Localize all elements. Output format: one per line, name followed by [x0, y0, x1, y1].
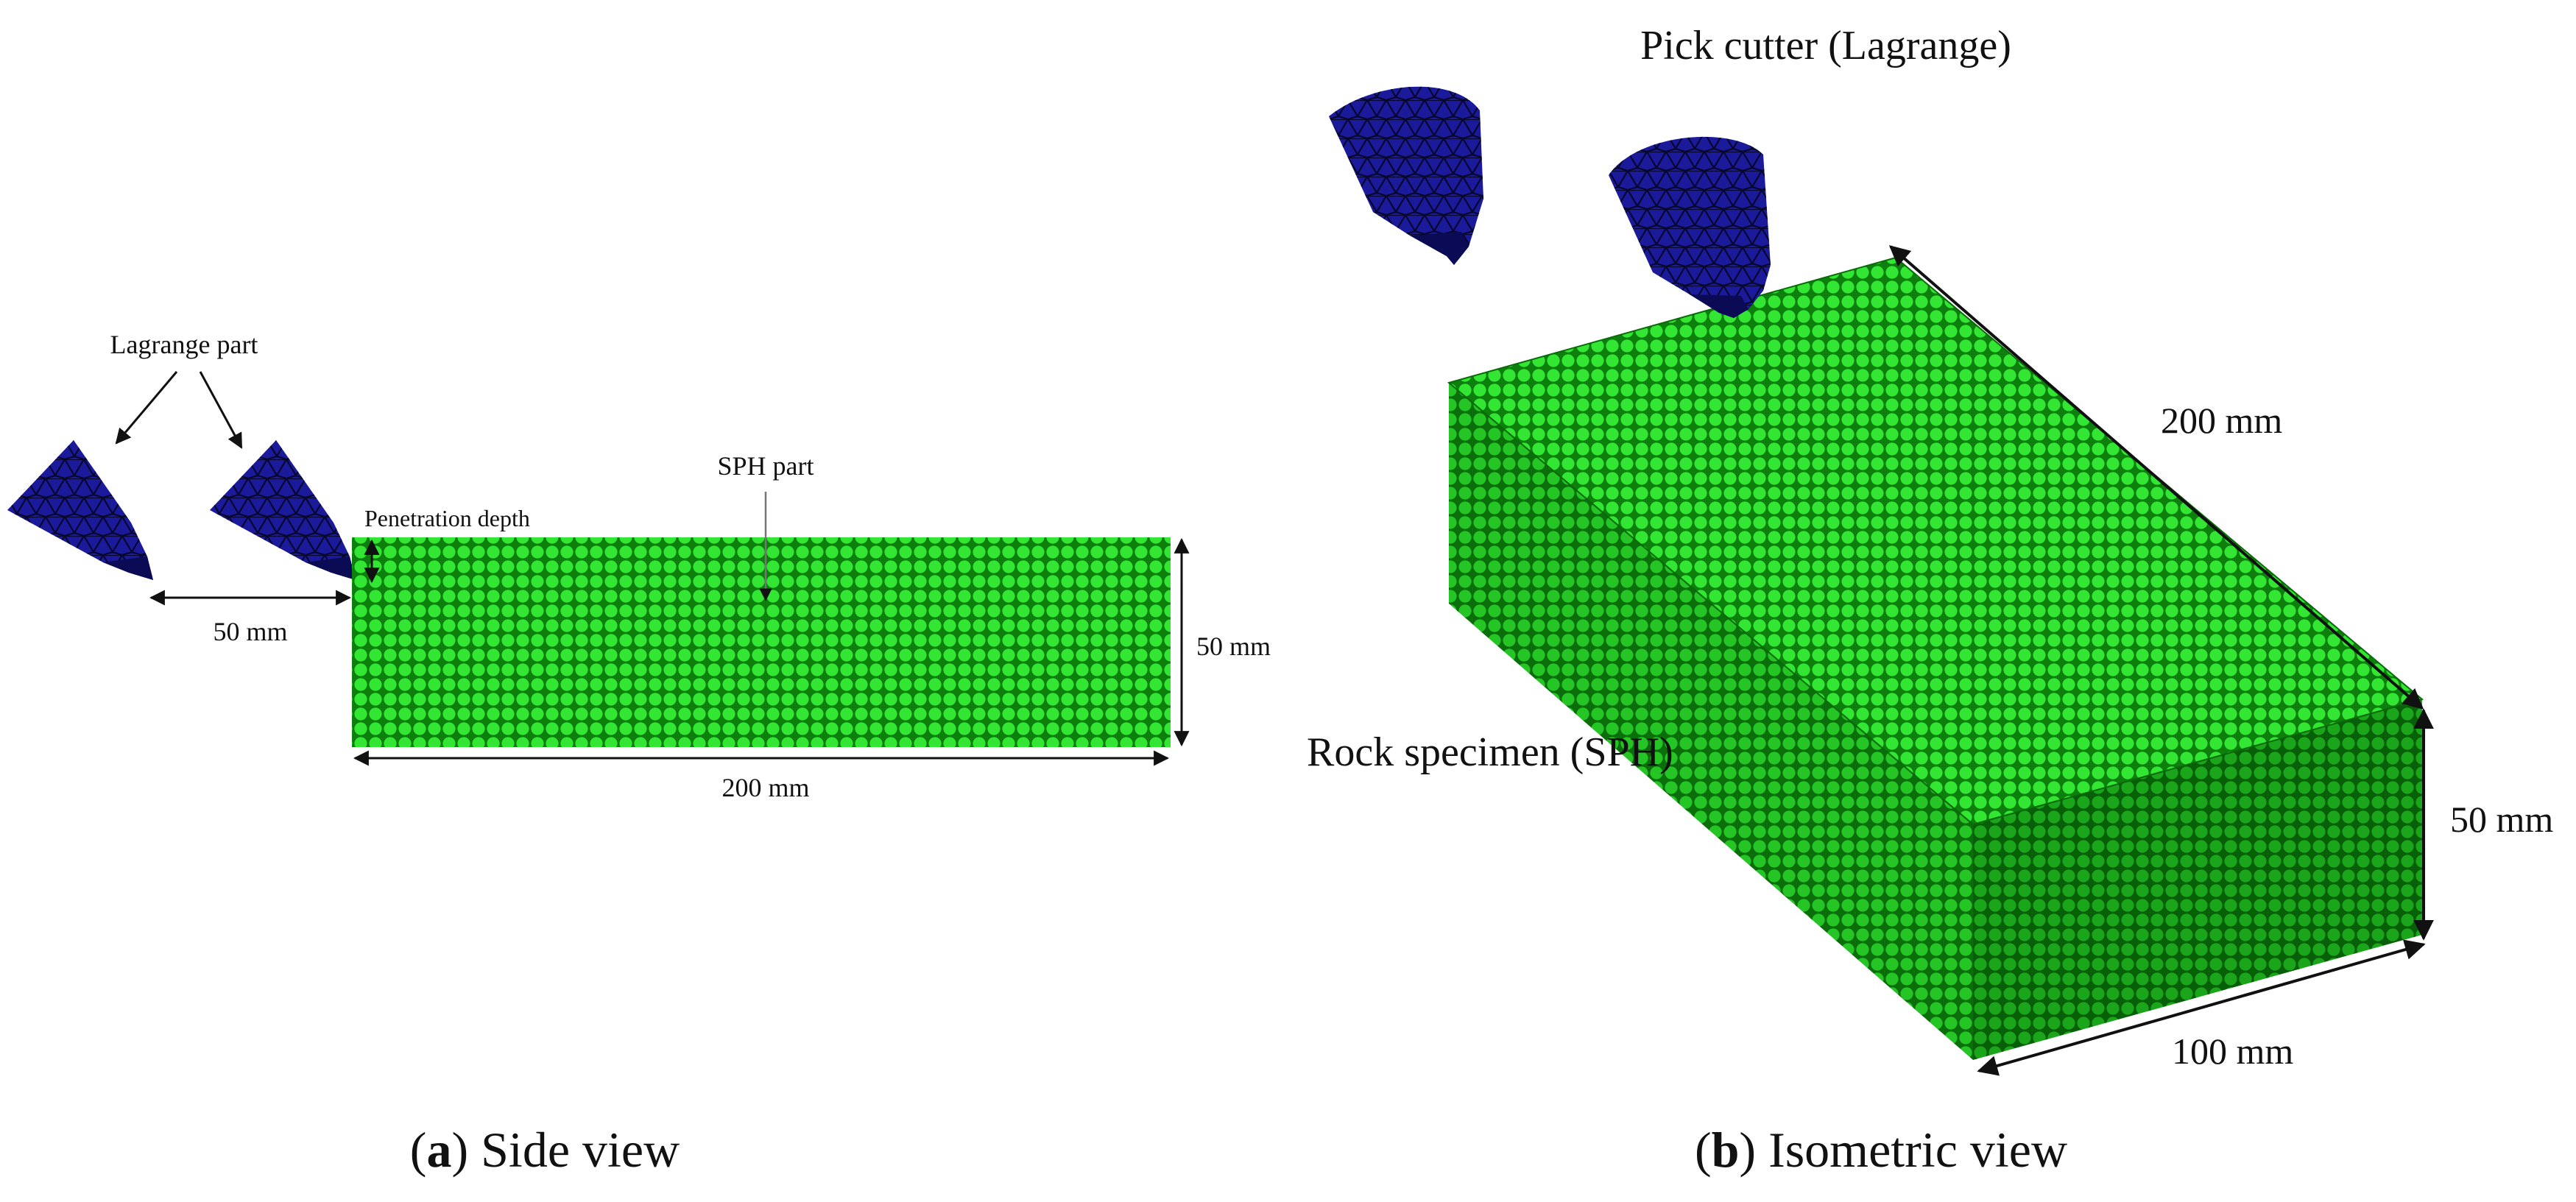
iso-height-dimension-label: 50 mm [2450, 799, 2553, 840]
caption-isometric-view: (b) Isometric view [1695, 1122, 2067, 1178]
side-cutter-right [210, 440, 356, 580]
iso-block-left-face [1449, 383, 1973, 1060]
iso-cutter-right [1609, 136, 1771, 318]
side-cutter-left [7, 440, 153, 580]
iso-length-dimension-label: 200 mm [2161, 400, 2282, 441]
iso-cutter-left [1329, 86, 1483, 265]
side-sph-grid [352, 537, 1171, 747]
penetration-depth-label: Penetration depth [364, 505, 530, 531]
lagrange-part-label: Lagrange part [110, 330, 258, 359]
offset-dimension-label: 50 mm [213, 617, 287, 646]
sph-part-label: SPH part [717, 451, 814, 481]
iso-sph-block [1447, 256, 2424, 1060]
iso-depth-dimension-label: 100 mm [2172, 1030, 2293, 1072]
caption-side-view: (a) Side view [410, 1122, 680, 1178]
iso-length-dimension-line [1888, 245, 2424, 710]
lagrange-arrow-left [115, 371, 178, 445]
isometric-view-panel: Pick cutter (Lagrange) 200 mm 50 mm 100 … [1307, 23, 2553, 1178]
iso-depth-dimension-line [1977, 939, 2426, 1076]
lagrange-arrow-right [199, 371, 243, 449]
side-view-panel: Lagrange part 50 mm Penetration depth SP… [7, 330, 1271, 1178]
side-height-dimension-label: 50 mm [1196, 632, 1271, 661]
pick-cutter-label: Pick cutter (Lagrange) [1640, 23, 2011, 68]
side-width-dimension-label: 200 mm [721, 773, 809, 802]
rock-specimen-label: Rock specimen (SPH) [1307, 729, 1673, 775]
